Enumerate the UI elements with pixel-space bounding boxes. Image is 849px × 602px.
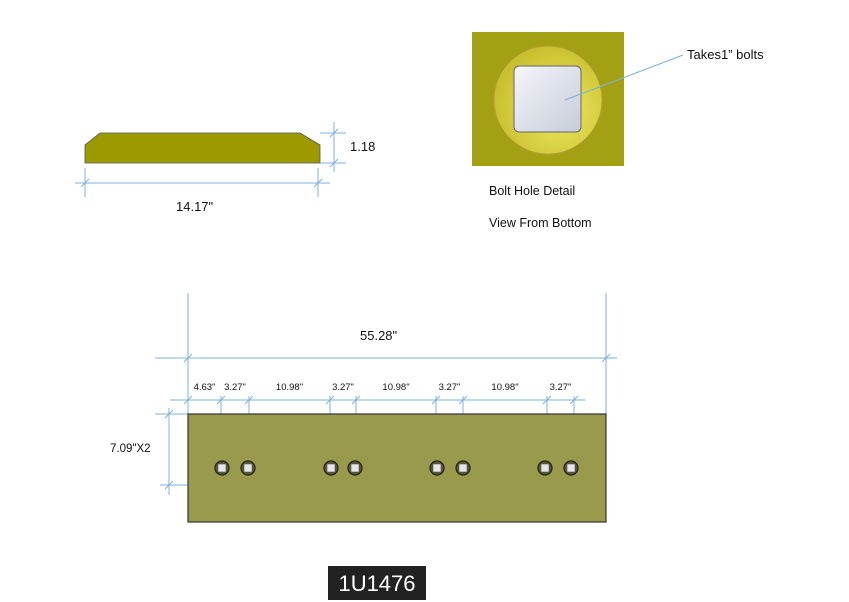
overall-length-dimension — [155, 293, 617, 414]
overall-length-label: 55.28" — [360, 328, 398, 343]
part-number-label: 1U1476 — [328, 566, 426, 600]
bolt-hole-square — [566, 463, 576, 473]
length-dimension — [75, 168, 330, 197]
spacing-label: 3.27" — [439, 382, 461, 393]
bolt-hole-square — [326, 463, 336, 473]
width-dimension — [155, 408, 188, 495]
spacing-label: 10.98" — [382, 382, 409, 393]
bolt-hole-square — [458, 463, 468, 473]
bolt-holes — [214, 460, 579, 476]
height-dimension — [320, 122, 346, 172]
spacing-label: 10.98" — [276, 382, 303, 393]
spacing-tick — [431, 395, 441, 405]
spacing-label: 10.98" — [491, 382, 518, 393]
spacing-tick — [351, 395, 361, 405]
callout-leader — [564, 54, 684, 101]
spacing-label: 3.27" — [332, 382, 354, 393]
spacing-tick — [244, 395, 254, 405]
bolt-hole-detail: Takes1” bolts Bolt Hole Detail View From… — [472, 32, 764, 230]
spacing-label: 3.27" — [550, 382, 572, 393]
width-label: 7.09"X2 — [110, 443, 151, 455]
height-label: 1.18 — [350, 139, 375, 154]
bolt-callout: Takes1” bolts — [687, 47, 764, 62]
cutting-edge-plate — [187, 413, 607, 523]
spacing-tick — [183, 395, 193, 405]
square-bolt-hole — [513, 65, 582, 133]
spacing-labels: 4.63" 3.27" 10.98" 3.27" 10.98" 3.27" 10.98" 3.… — [194, 382, 572, 393]
spacing-tick — [458, 395, 468, 405]
spacing-label: 3.27" — [224, 382, 246, 393]
spacing-tick — [542, 395, 552, 405]
spacing-tick — [325, 395, 335, 405]
side-profile-shape — [84, 132, 321, 164]
detail-title: Bolt Hole Detail — [489, 184, 575, 198]
bolt-hole-square — [350, 463, 360, 473]
detail-subtitle: View From Bottom — [489, 216, 592, 230]
spacing-dimensions — [170, 395, 585, 414]
plan-view: 55.28" 4.63" 3.27" 10.98" 3.27" 10.98" 3.27" 1… — [110, 293, 617, 523]
length-label: 14.17" — [176, 199, 214, 214]
bolt-hole-square — [432, 463, 442, 473]
bolt-hole-square — [540, 463, 550, 473]
bolt-hole-square — [243, 463, 253, 473]
side-profile-view: 1.18 14.17" — [75, 122, 375, 214]
spacing-label: 4.63" — [194, 382, 216, 393]
bolt-hole-square — [217, 463, 227, 473]
spacing-tick — [216, 395, 226, 405]
spacing-tick — [569, 395, 579, 405]
